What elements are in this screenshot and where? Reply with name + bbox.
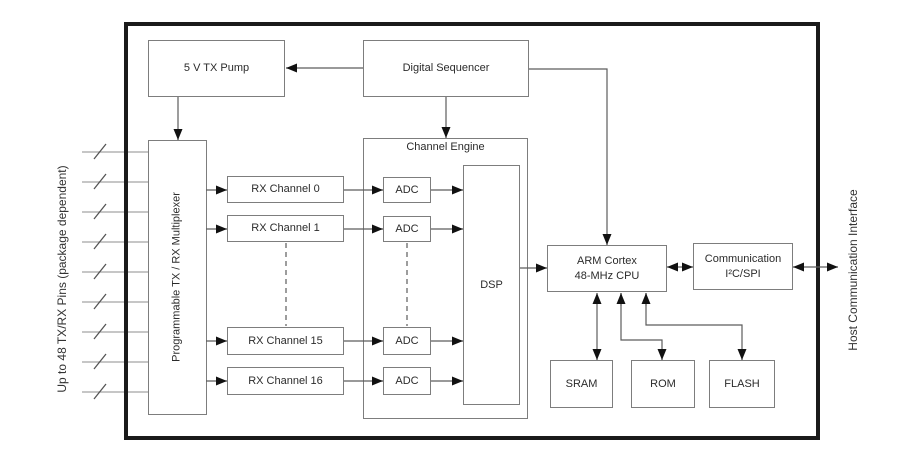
block-digital-sequencer-label: Digital Sequencer bbox=[402, 62, 490, 75]
cpu-label-line1: ARM Cortex bbox=[577, 254, 637, 267]
cpu-label-line2: 48-MHz CPU bbox=[574, 269, 640, 282]
comm-label-line1: Communication bbox=[704, 252, 782, 265]
block-digital-sequencer: Digital Sequencer bbox=[363, 40, 529, 97]
block-adc-0: ADC bbox=[383, 177, 431, 203]
dsp-label: DSP bbox=[480, 278, 503, 291]
block-adc-15: ADC bbox=[383, 327, 431, 355]
block-channel-engine-label: Channel Engine bbox=[406, 141, 485, 153]
block-tx-rx-multiplexer-label: Programmable TX / RX Multiplexer bbox=[170, 192, 185, 362]
rx-channel-16-label: RX Channel 16 bbox=[248, 374, 323, 387]
block-arm-cpu: ARM Cortex 48-MHz CPU bbox=[547, 245, 667, 292]
block-rx-channel-0: RX Channel 0 bbox=[227, 176, 344, 203]
block-adc-1: ADC bbox=[383, 216, 431, 242]
block-5v-tx-pump: 5 V TX Pump bbox=[148, 40, 285, 97]
rx-channel-0-label: RX Channel 0 bbox=[251, 183, 320, 196]
rx-channel-15-label: RX Channel 15 bbox=[248, 334, 323, 347]
block-rom: ROM bbox=[631, 360, 695, 408]
adc-15-label: ADC bbox=[395, 334, 419, 347]
adc-16-label: ADC bbox=[395, 374, 419, 387]
host-interface-label: Host Communication Interface bbox=[846, 189, 860, 351]
rx-channel-1-label: RX Channel 1 bbox=[251, 222, 320, 235]
block-communication: Communication I²C/SPI bbox=[693, 243, 793, 290]
sram-label: SRAM bbox=[565, 377, 598, 390]
block-rx-channel-1: RX Channel 1 bbox=[227, 215, 344, 242]
block-rx-channel-15: RX Channel 15 bbox=[227, 327, 344, 355]
mux-label-line2: TX / RX Multiplexer bbox=[170, 192, 183, 287]
block-tx-rx-multiplexer bbox=[148, 140, 207, 415]
block-rx-channel-16: RX Channel 16 bbox=[227, 367, 344, 395]
rom-label: ROM bbox=[650, 377, 676, 390]
block-flash: FLASH bbox=[709, 360, 775, 408]
chip-boundary bbox=[124, 22, 820, 440]
block-5v-tx-pump-label: 5 V TX Pump bbox=[183, 62, 250, 75]
bus-slash-marks bbox=[93, 143, 107, 400]
left-pins-label: Up to 48 TX/RX Pins (package dependent) bbox=[55, 165, 69, 393]
mux-label-line1: Programmable bbox=[170, 289, 183, 362]
flash-label: FLASH bbox=[724, 377, 760, 390]
comm-label-line2: I²C/SPI bbox=[725, 267, 761, 280]
block-dsp: DSP bbox=[463, 165, 520, 405]
adc-1-label: ADC bbox=[395, 222, 419, 235]
block-sram: SRAM bbox=[550, 360, 613, 408]
adc-0-label: ADC bbox=[395, 183, 419, 196]
block-adc-16: ADC bbox=[383, 367, 431, 395]
